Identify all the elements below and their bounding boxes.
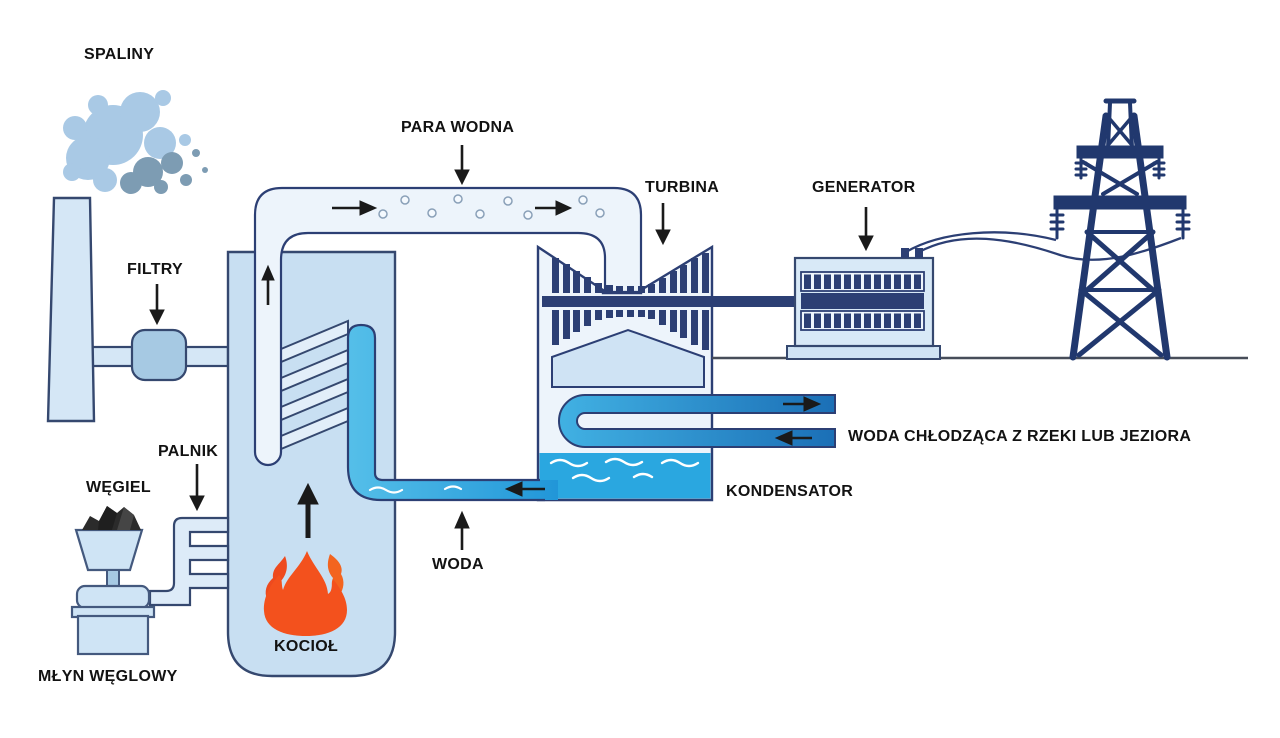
coal-pile-icon (82, 506, 141, 530)
steam-bubbles (378, 194, 605, 220)
label-palnik: PALNIK (158, 443, 219, 460)
transmission-tower-icon (1049, 98, 1191, 361)
label-woda: WODA (432, 556, 484, 573)
filter-box (130, 328, 188, 382)
turbine-blades (552, 253, 709, 350)
flow-arrows (149, 145, 874, 550)
label-spaliny: SPALINY (84, 46, 155, 63)
label-wegiel: WĘGIEL (86, 479, 151, 496)
label-kondensator: KONDENSATOR (726, 483, 854, 500)
label-generator: GENERATOR (812, 179, 916, 196)
cooling-water-pipe (558, 394, 836, 448)
chimney (46, 196, 96, 423)
smoke-cloud-icon (63, 90, 208, 194)
label-kociol: KOCIOŁ (274, 638, 339, 655)
condenser-water (539, 453, 711, 499)
coal-mill (70, 506, 156, 656)
water-return-pipe (346, 323, 558, 502)
flame-icon (263, 551, 347, 636)
turbine-shaft (542, 296, 804, 307)
generator-unit (786, 248, 941, 360)
label-woda-chlodzaca: WODA CHŁODZĄCA Z RZEKI LUB JEZIORA (848, 428, 1192, 445)
label-filtry: FILTRY (127, 261, 184, 278)
burner-pipes (148, 516, 230, 607)
label-para-wodna: PARA WODNA (401, 119, 515, 136)
power-lines (905, 231, 1182, 261)
turbine-diffuser (551, 328, 705, 388)
label-mlyn-weglowy: MŁYN WĘGLOWY (38, 668, 178, 685)
label-turbina: TURBINA (645, 179, 720, 196)
